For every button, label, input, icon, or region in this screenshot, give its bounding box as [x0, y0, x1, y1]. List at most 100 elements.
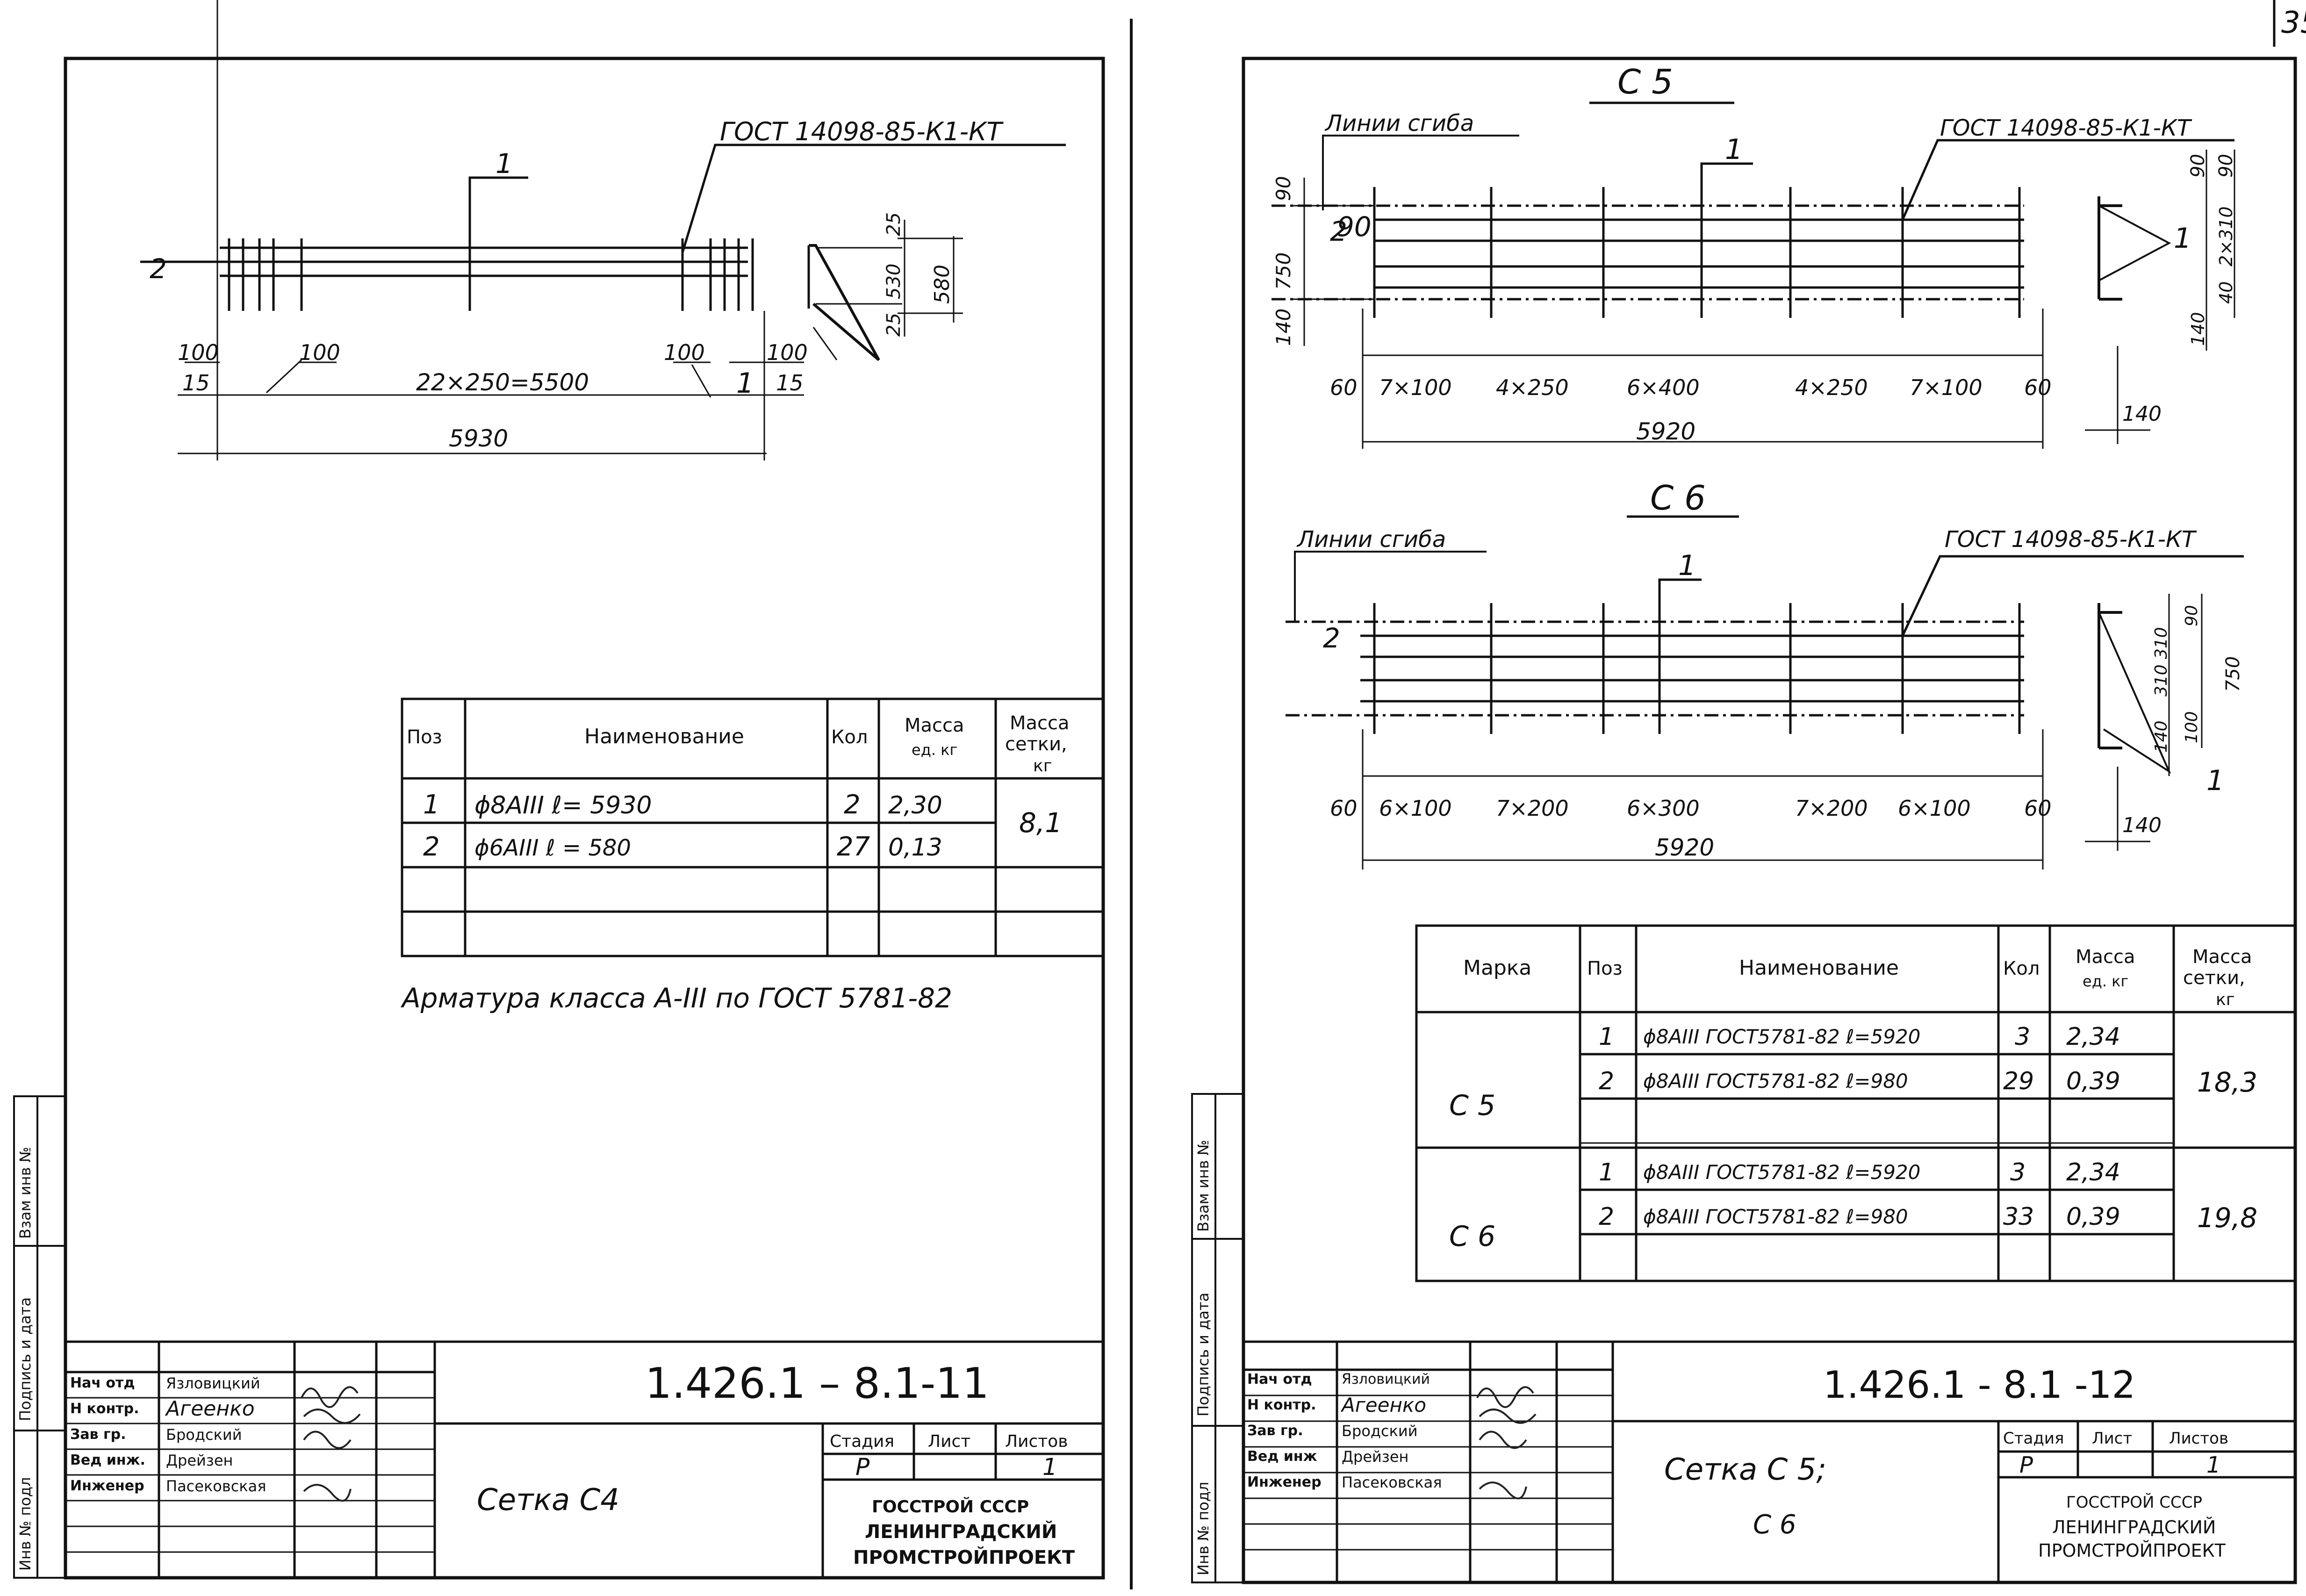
svg-text:ГОСТ 14098-85-К1-КТ: ГОСТ 14098-85-К1-КТ — [1945, 526, 2197, 553]
svg-text:140: 140 — [2152, 720, 2171, 753]
svg-text:Вед инж: Вед инж — [1247, 1448, 1317, 1465]
svg-text:530: 530 — [883, 264, 905, 299]
svg-text:ГОССТРОЙ СССР: ГОССТРОЙ СССР — [872, 1497, 1029, 1517]
svg-text:Марка: Марка — [1463, 956, 1531, 980]
svg-text:Бродский: Бродский — [166, 1426, 242, 1444]
svg-text:60: 60 — [1330, 796, 1358, 821]
svg-text:С 6: С 6 — [1449, 1220, 1495, 1253]
svg-text:750: 750 — [2222, 656, 2244, 692]
svg-text:ϕ8AIII ГОСТ5781-82 ℓ=980: ϕ8AIII ГОСТ5781-82 ℓ=980 — [1643, 1070, 1908, 1093]
svg-text:1: 1 — [2206, 764, 2224, 797]
svg-text:ϕ8AIII ГОСТ5781-82 ℓ=5920: ϕ8AIII ГОСТ5781-82 ℓ=5920 — [1643, 1161, 1920, 1184]
svg-text:Наименование: Наименование — [584, 725, 744, 748]
mesh-c4-plan — [140, 0, 1066, 460]
svg-text:Вед инж.: Вед инж. — [70, 1452, 145, 1468]
svg-text:140: 140 — [2122, 813, 2162, 837]
svg-text:Пасековская: Пасековская — [1342, 1474, 1442, 1491]
svg-text:Линии сгиба: Линии сгиба — [1324, 110, 1474, 137]
svg-text:Язловицкий: Язловицкий — [1342, 1371, 1430, 1388]
drawing-code: 1.426.1 - 8.1 -12 — [1823, 1363, 2135, 1407]
svg-text:Р: Р — [2019, 1452, 2033, 1478]
svg-text:Листов: Листов — [1005, 1432, 1068, 1451]
svg-text:60: 60 — [2024, 375, 2052, 400]
svg-text:Лист: Лист — [2092, 1429, 2132, 1448]
svg-text:0,39: 0,39 — [2066, 1067, 2120, 1095]
svg-text:Подпись и дата: Подпись и дата — [16, 1297, 34, 1421]
svg-text:6×100: 6×100 — [1379, 796, 1452, 821]
svg-text:1: 1 — [736, 367, 754, 400]
signatures — [1476, 1386, 1537, 1500]
svg-text:90: 90 — [1337, 211, 1372, 243]
svg-text:Инженер: Инженер — [70, 1478, 144, 1494]
svg-text:1: 1 — [1599, 1023, 1614, 1051]
svg-text:90: 90 — [2182, 605, 2201, 626]
svg-text:Кол: Кол — [2003, 958, 2040, 979]
mesh-c5-plan — [1272, 139, 2235, 449]
svg-text:6×100: 6×100 — [1898, 796, 1971, 821]
svg-text:Зав гр.: Зав гр. — [1247, 1423, 1303, 1439]
c6-title: С 6 — [1650, 478, 1706, 518]
svg-text:90: 90 — [2187, 154, 2209, 178]
pos-2-label: 2 — [150, 253, 167, 285]
left-sheet: 2 1 ГОСТ 14098-85-К1-КТ 100 15 100 100 1… — [13, 0, 1133, 1589]
svg-text:40: 40 — [2216, 281, 2236, 304]
svg-text:2: 2 — [1330, 216, 1347, 247]
svg-text:Нач отд: Нач отд — [70, 1375, 135, 1391]
svg-text:ϕ8AIII ГОСТ5781-82 ℓ=980: ϕ8AIII ГОСТ5781-82 ℓ=980 — [1643, 1205, 1908, 1228]
svg-text:580: 580 — [930, 265, 954, 304]
svg-text:Р: Р — [855, 1453, 870, 1481]
svg-text:5930: 5930 — [449, 425, 508, 452]
svg-text:ϕ6AIII ℓ = 580: ϕ6AIII ℓ = 580 — [474, 835, 631, 861]
svg-text:29: 29 — [2003, 1067, 2034, 1095]
svg-text:100: 100 — [2182, 711, 2201, 743]
svg-text:100: 100 — [299, 340, 340, 365]
svg-text:Линии сгиба: Линии сгиба — [1296, 526, 1446, 553]
svg-text:2,34: 2,34 — [2066, 1023, 2120, 1051]
signatures — [301, 1386, 361, 1502]
svg-text:Стадия: Стадия — [2003, 1429, 2064, 1448]
svg-text:ЛЕНИНГРАДСКИЙ: ЛЕНИНГРАДСКИЙ — [865, 1520, 1057, 1543]
svg-text:Стадия: Стадия — [830, 1432, 894, 1451]
svg-text:2×310: 2×310 — [2216, 206, 2236, 266]
right-title-block — [1242, 1340, 2297, 1584]
left-spec-table — [401, 697, 1105, 957]
svg-text:8,1: 8,1 — [1019, 807, 1062, 839]
svg-text:Подпись и дата: Подпись и дата — [1194, 1293, 1212, 1416]
page-number: 35 — [2281, 6, 2306, 40]
svg-text:2: 2 — [844, 790, 861, 820]
svg-text:сетки,: сетки, — [2183, 967, 2245, 989]
svg-text:ед. кг: ед. кг — [2083, 972, 2128, 990]
svg-text:310: 310 — [2152, 664, 2171, 697]
svg-text:25: 25 — [883, 313, 905, 337]
pos-1-label: 1 — [496, 148, 513, 180]
svg-text:2,30: 2,30 — [888, 791, 942, 820]
svg-text:1: 1 — [1678, 549, 1696, 582]
svg-text:ϕ8AIII ГОСТ5781-82 ℓ=5920: ϕ8AIII ГОСТ5781-82 ℓ=5920 — [1643, 1025, 1920, 1048]
svg-text:Поз: Поз — [407, 726, 442, 748]
right-sheet: С 5 Линии сгиба ГОСТ 14098-85-К1-КТ — [1191, 57, 2297, 1584]
svg-text:1: 1 — [2174, 222, 2191, 255]
svg-text:Лист: Лист — [928, 1432, 970, 1451]
svg-text:1: 1 — [1042, 1453, 1057, 1481]
gost-note: ГОСТ 14098-85-К1-КТ — [720, 117, 1004, 146]
svg-text:140: 140 — [2122, 402, 2162, 426]
svg-text:Пасековская: Пасековская — [166, 1477, 266, 1495]
svg-text:2: 2 — [1599, 1067, 1614, 1095]
c5-title: С 5 — [1617, 62, 1673, 101]
svg-text:Листов: Листов — [2169, 1429, 2228, 1448]
svg-text:Бродский: Бродский — [1342, 1422, 1417, 1440]
svg-text:7×100: 7×100 — [1379, 375, 1452, 400]
svg-text:Нач отд: Нач отд — [1247, 1371, 1312, 1388]
svg-text:С 5: С 5 — [1449, 1089, 1495, 1122]
svg-text:ПРОМСТРОЙПРОЕКТ: ПРОМСТРОЙПРОЕКТ — [853, 1546, 1075, 1568]
svg-text:25: 25 — [883, 212, 905, 236]
svg-text:Поз: Поз — [1587, 958, 1623, 979]
svg-text:сетки,: сетки, — [1005, 733, 1067, 755]
svg-text:Инв № подл: Инв № подл — [16, 1477, 34, 1571]
svg-text:1: 1 — [1599, 1158, 1614, 1186]
svg-text:2: 2 — [1599, 1203, 1614, 1231]
svg-text:5920: 5920 — [1636, 418, 1695, 445]
svg-text:Кол: Кол — [831, 726, 868, 748]
svg-text:90: 90 — [1272, 176, 1295, 201]
svg-text:Масса: Масса — [905, 715, 964, 736]
